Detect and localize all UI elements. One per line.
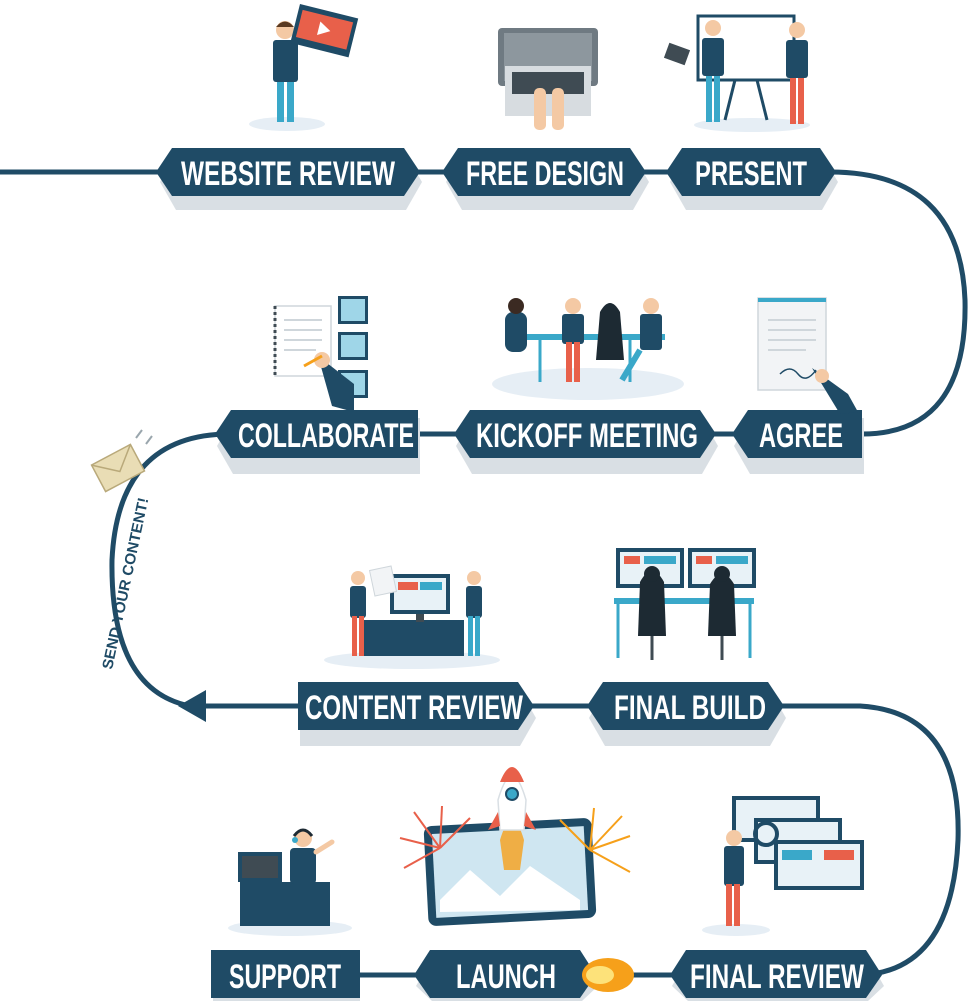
label-support: SUPPORT xyxy=(229,958,341,996)
badge-launch[interactable] xyxy=(414,950,596,998)
whiteboard-presentation-icon xyxy=(663,14,810,132)
badges xyxy=(156,148,882,998)
badge-website-review[interactable] xyxy=(156,148,420,196)
laptop-typing-icon xyxy=(498,28,598,130)
developers-at-desk-icon xyxy=(614,548,756,660)
proposal-signing-icon xyxy=(757,297,858,414)
badge-kickoff-meeting[interactable] xyxy=(454,410,716,458)
label-agree: AGREE xyxy=(759,417,843,455)
track-row-1 xyxy=(0,169,968,437)
track-row-3 xyxy=(357,703,961,978)
badge-free-design[interactable] xyxy=(442,148,646,196)
track-arrow-icon xyxy=(178,690,206,722)
magnifier-screens-icon xyxy=(702,796,864,936)
label-final-build: FINAL BUILD xyxy=(614,689,766,727)
label-final-review: FINAL REVIEW xyxy=(690,958,865,996)
badge-agree[interactable] xyxy=(732,410,862,458)
rocket-launch-icon xyxy=(399,767,631,926)
badge-collaborate[interactable] xyxy=(215,410,418,458)
badge-labels: WEBSITE REVIEW FREE DESIGN PRESENT AGREE… xyxy=(181,155,865,996)
process-track xyxy=(0,169,968,978)
badge-content-review[interactable] xyxy=(298,682,534,730)
label-website-review: WEBSITE REVIEW xyxy=(181,155,396,193)
track-row-2 xyxy=(109,431,865,709)
label-present: PRESENT xyxy=(695,155,807,193)
badge-support[interactable] xyxy=(211,950,360,998)
badge-final-build[interactable] xyxy=(587,682,784,730)
label-kickoff-meeting: KICKOFF MEETING xyxy=(476,417,698,455)
man-holding-video-screen-icon xyxy=(249,4,359,131)
envelope-icon xyxy=(90,443,146,493)
support-agent-icon xyxy=(228,828,352,936)
badge-final-review[interactable] xyxy=(670,950,882,998)
label-content-review: CONTENT REVIEW xyxy=(305,689,524,727)
meeting-table-icon xyxy=(492,298,684,400)
badge-present[interactable] xyxy=(666,148,836,196)
monitor-review-icon xyxy=(324,565,500,669)
notepad-images-icon xyxy=(273,296,368,412)
label-collaborate: COLLABORATE xyxy=(238,417,414,455)
label-launch: LAUNCH xyxy=(456,958,556,996)
label-free-design: FREE DESIGN xyxy=(466,155,624,193)
flame-icon xyxy=(582,958,634,992)
